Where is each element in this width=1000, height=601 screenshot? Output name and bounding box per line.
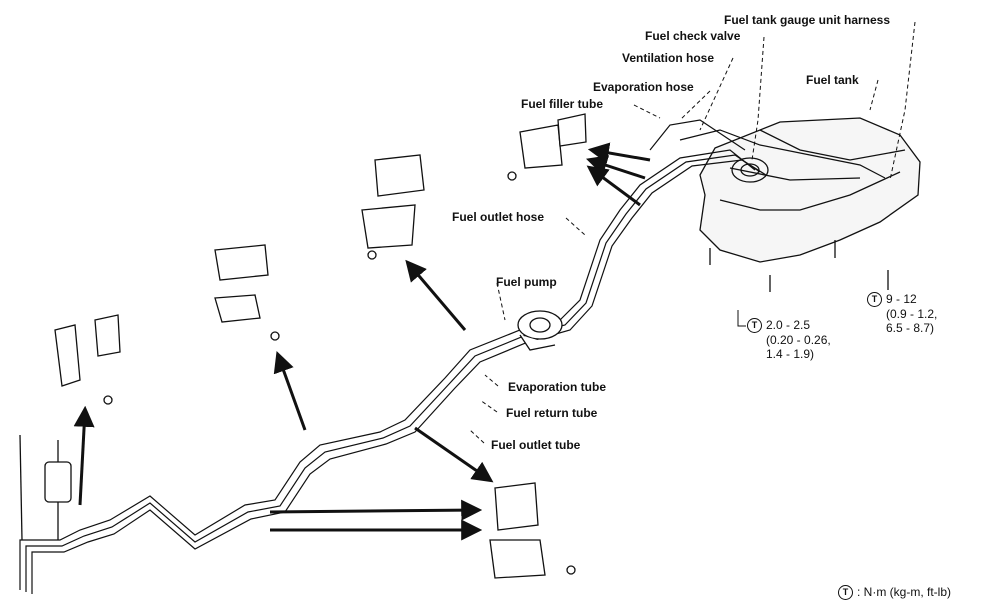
label-fuel-tank-gauge-unit-harness: Fuel tank gauge unit harness <box>724 13 891 27</box>
torque-brackets <box>737 310 746 327</box>
label-evaporation-tube: Evaporation tube <box>508 380 607 394</box>
clamp-mid <box>361 154 425 260</box>
fuel-filter-drawing <box>19 434 72 541</box>
label-fuel-tank: Fuel tank <box>806 73 859 87</box>
clamp-left-bottom <box>54 314 121 405</box>
clamp-top <box>507 113 587 181</box>
torque-a-line3: 1.4 - 1.9) <box>766 347 815 362</box>
torque-symbol-icon: T <box>747 318 762 334</box>
label-fuel-return-tube: Fuel return tube <box>506 406 598 420</box>
tank-mount-bolts <box>709 240 889 292</box>
location-arrows <box>73 142 651 541</box>
torque-b-line2: (0.9 - 1.2, <box>886 307 938 322</box>
fuel-pump-drawing <box>517 310 563 351</box>
torque-a-line1: 2.0 - 2.5 <box>766 318 811 332</box>
torque-b-line1: 9 - 12 <box>886 292 917 306</box>
torque-symbol-icon: T <box>867 292 882 308</box>
torque-spec-b: T 9 - 12 (0.9 - 1.2, 6.5 - 8.7) <box>867 292 937 335</box>
label-ventilation-hose: Ventilation hose <box>622 51 715 65</box>
label-fuel-filler-tube: Fuel filler tube <box>521 97 604 111</box>
clamp-brackets <box>54 113 889 579</box>
clamp-mid-left <box>214 244 280 341</box>
fuel-tank-drawing <box>699 117 921 263</box>
label-fuel-pump: Fuel pump <box>496 275 557 289</box>
label-fuel-outlet-tube: Fuel outlet tube <box>491 438 581 452</box>
clamp-bottom <box>489 482 576 579</box>
torque-units-text: : N·m (kg-m, ft-lb) <box>857 585 951 599</box>
torque-a-line2: (0.20 - 0.26, <box>766 333 831 348</box>
torque-symbol-icon: T <box>838 585 853 601</box>
leader-lines <box>469 21 916 444</box>
torque-b-line3: 6.5 - 8.7) <box>886 321 935 336</box>
label-evaporation-hose: Evaporation hose <box>593 80 694 94</box>
label-fuel-check-valve: Fuel check valve <box>645 29 741 43</box>
torque-spec-a: T 2.0 - 2.5 (0.20 - 0.26, 1.4 - 1.9) <box>747 318 831 361</box>
fuel-lines <box>19 119 886 594</box>
torque-units-legend: T : N·m (kg-m, ft-lb) <box>838 585 951 601</box>
label-fuel-outlet-hose: Fuel outlet hose <box>452 210 545 224</box>
